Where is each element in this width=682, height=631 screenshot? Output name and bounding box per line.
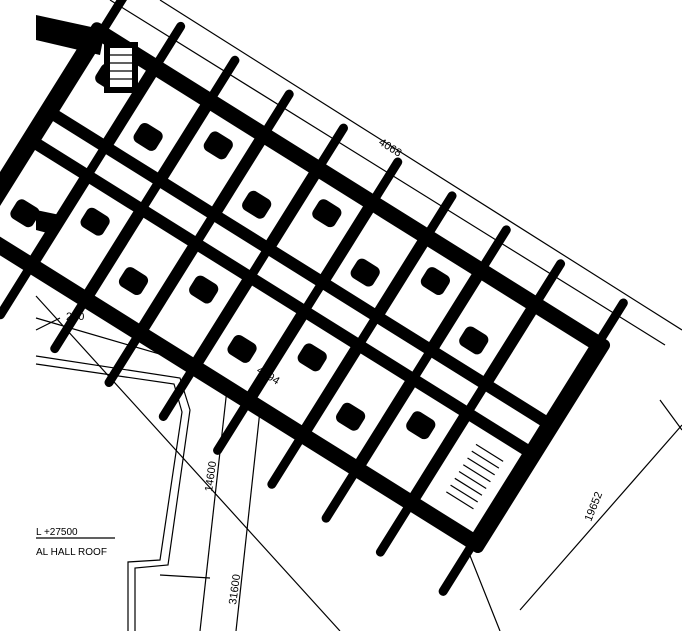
dim-right-width: 19652 [583,490,606,523]
level-name: AL HALL ROOF [36,547,107,558]
stair [443,437,508,514]
dim-top-length: 4068 [376,136,403,159]
dim-vertical-2: 31600 [227,573,243,605]
rooms [0,43,589,533]
building-plan [0,0,628,596]
level-annotation: L +27500 AL HALL ROOF [36,527,107,558]
fixtures [10,63,489,440]
level-elevation: L +27500 [36,527,78,538]
upper-left-stair [36,15,138,235]
dim-left-width: 200 [66,311,84,323]
dim-vertical-1: 14600 [203,460,219,492]
